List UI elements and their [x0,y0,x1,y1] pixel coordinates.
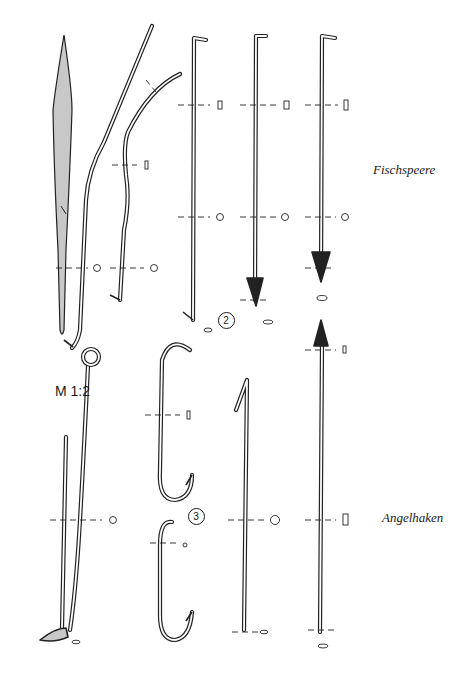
callout-number: 2 [218,312,235,329]
scale-label: M 1:2 [55,384,90,399]
section-marks [50,80,349,648]
group-label: Fischspeere [373,163,435,177]
rod-outline [62,26,335,640]
spear-outline [53,26,335,640]
rod-fill [62,26,335,640]
callout-number: 3 [188,508,205,525]
hook-eye [83,349,99,365]
barbs [40,252,330,641]
needle-spear [53,35,72,334]
hook-eye [83,349,99,365]
slit [61,206,66,214]
group-label: Angelhaken [382,511,443,525]
